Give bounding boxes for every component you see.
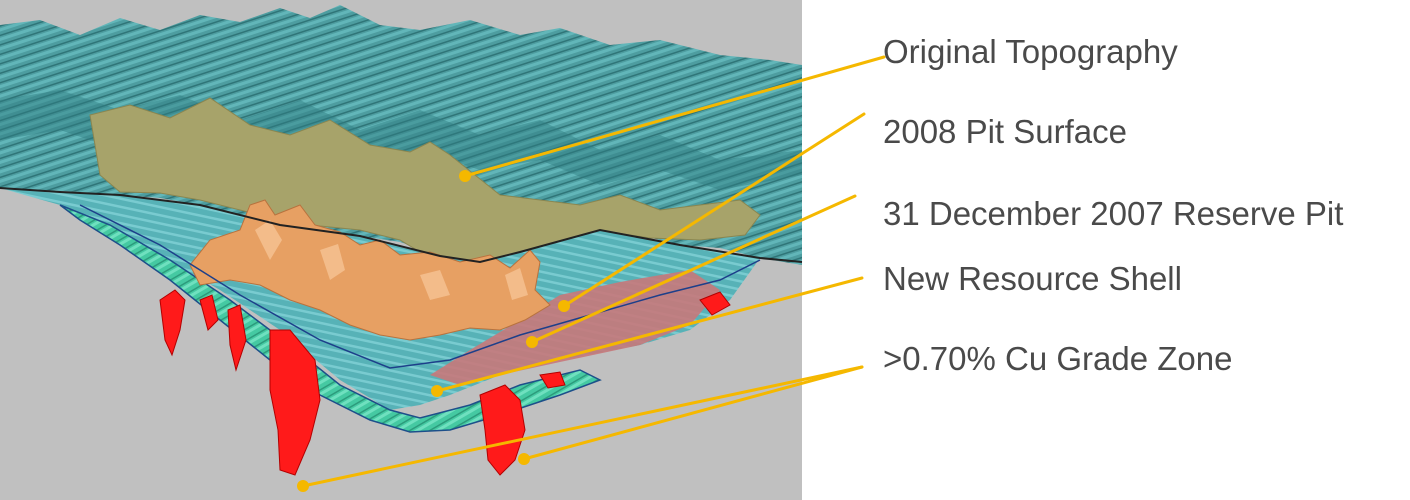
leader-reserve-pit-2007 bbox=[530, 194, 857, 344]
leader-pit-2008 bbox=[562, 112, 866, 308]
leader-cu-grade-zone-b bbox=[522, 365, 864, 461]
leader-resource-shell bbox=[435, 276, 864, 393]
pit-floor-outline bbox=[79, 204, 761, 369]
label-reserve-pit-2007: 31 December 2007 Reserve Pit bbox=[883, 195, 1344, 232]
pit-crest-outline bbox=[0, 187, 803, 264]
cu-grade-zone-blobs bbox=[159, 289, 731, 476]
leader-cu-grade-zone-a bbox=[301, 365, 864, 488]
leader-original-topography bbox=[463, 55, 886, 178]
leader-end-dots bbox=[297, 170, 570, 492]
label-pit-2008: 2008 Pit Surface bbox=[883, 113, 1127, 150]
label-cu-grade-zone: >0.70% Cu Grade Zone bbox=[883, 340, 1233, 377]
label-original-topography: Original Topography bbox=[883, 33, 1178, 70]
label-resource-shell: New Resource Shell bbox=[883, 260, 1182, 297]
leader-lines bbox=[301, 55, 886, 488]
